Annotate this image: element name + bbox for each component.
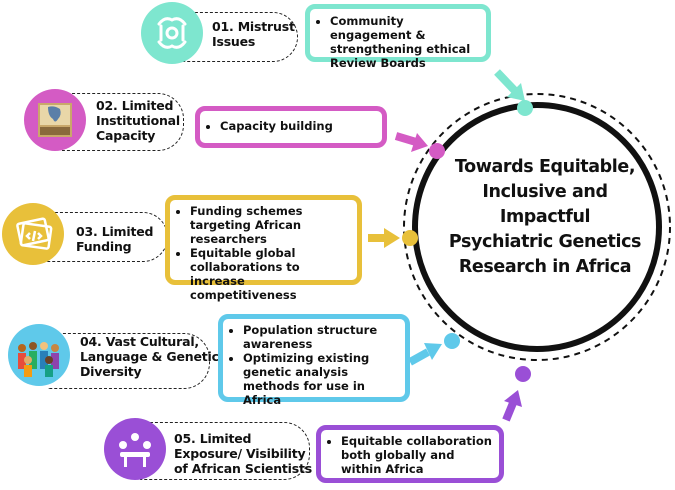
- dot-04: [444, 333, 460, 349]
- solution-02-box: Capacity building: [195, 106, 387, 148]
- center-title-line: Inclusive and: [482, 182, 608, 202]
- center-title: Towards Equitable, Inclusive and Impactf…: [445, 155, 645, 280]
- dot-01: [517, 100, 533, 116]
- solution-03-item-2: Equitable global collaborations to incre…: [190, 246, 351, 302]
- challenge-05-title-line1: 05. Limited: [174, 431, 252, 446]
- dot-03: [402, 230, 418, 246]
- challenge-04-title-line3: Diversity: [80, 364, 142, 379]
- challenge-05-title-line2: Exposure/ Visibility: [174, 446, 306, 461]
- handshake-circle-icon: [141, 2, 203, 64]
- arrow-02: [394, 132, 428, 152]
- challenge-01-title-line2: Issues: [212, 34, 256, 49]
- challenge-03-title: 03. Limited Funding: [76, 224, 153, 254]
- arrow-03: [368, 228, 400, 248]
- africa-lab-illustration: [24, 89, 86, 151]
- solution-04-box: Population structure awareness Optimizin…: [218, 314, 410, 407]
- challenge-01-title: 01. Mistrust Issues: [212, 19, 295, 49]
- challenge-04-label-box: [48, 333, 210, 389]
- center-title-line: Impactful: [499, 207, 591, 227]
- challenge-04-title-line1: 04. Vast Cultural,: [80, 334, 199, 349]
- center-title-line: Psychiatric Genetics: [448, 232, 642, 252]
- arrow-05: [502, 390, 522, 422]
- solution-05-item: Equitable collaboration both globally an…: [341, 434, 493, 476]
- center-title-line: Research in Africa: [458, 257, 632, 277]
- challenge-02-title-line1: 02. Limited: [96, 98, 174, 113]
- diverse-people-illustration: [8, 324, 70, 386]
- dot-05: [515, 366, 531, 382]
- challenge-02-title: 02. Limited Institutional Capacity: [96, 98, 180, 143]
- challenge-03-title-line2: Funding: [76, 239, 132, 254]
- challenge-05-title-line3: of African Scientists: [174, 461, 313, 476]
- challenge-02-label-box: [62, 93, 184, 151]
- solution-02-item: Capacity building: [220, 119, 376, 133]
- challenge-05-title: 05. Limited Exposure/ Visibility of Afri…: [174, 431, 312, 476]
- center-solid-ring: [412, 102, 662, 352]
- challenge-01-title-line1: 01. Mistrust: [212, 19, 295, 34]
- meeting-table-icon: [104, 418, 166, 480]
- money-code-icon: [2, 203, 64, 265]
- challenge-03-title-line1: 03. Limited: [76, 224, 154, 239]
- center-title-line: Towards Equitable,: [454, 157, 636, 177]
- solution-05-box: Equitable collaboration both globally an…: [316, 425, 504, 483]
- challenge-04-title-line2: Language & Genetic: [80, 349, 219, 364]
- solution-04-item-1: Population structure awareness: [243, 323, 399, 351]
- solution-03-box: Funding schemes targeting African resear…: [165, 195, 362, 302]
- dot-02: [429, 143, 445, 159]
- center-dashed-ring: [403, 93, 671, 361]
- solution-01-box: Community engagement & strengthening eth…: [305, 4, 491, 70]
- challenge-02-title-line3: Capacity: [96, 128, 156, 143]
- challenge-02-title-line2: Institutional: [96, 113, 180, 128]
- arrow-01: [494, 69, 525, 101]
- solution-01-item: Community engagement & strengthening eth…: [330, 14, 480, 70]
- challenge-04-title: 04. Vast Cultural, Language & Genetic Di…: [80, 334, 219, 379]
- challenge-05-label-box: [140, 422, 310, 480]
- arrow-04: [408, 343, 442, 366]
- solution-03-item-1: Funding schemes targeting African resear…: [190, 204, 351, 246]
- challenge-01-label-box: [170, 12, 298, 62]
- solution-04-item-2: Optimizing existing genetic analysis met…: [243, 351, 399, 407]
